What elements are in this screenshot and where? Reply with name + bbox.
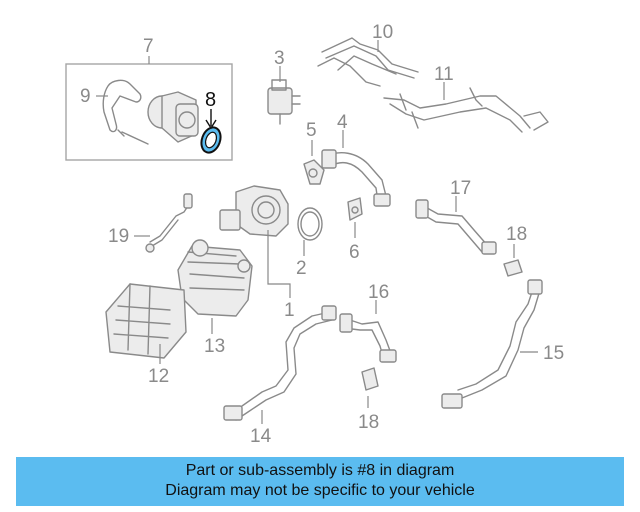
part-15-pipe (441, 279, 543, 409)
callout-10: 10 (372, 22, 393, 43)
part-5-gasket (303, 140, 325, 185)
part-12-cooler (105, 283, 187, 364)
callout-3: 3 (274, 48, 285, 69)
banner-line-1: Part or sub-assembly is #8 in diagram (185, 462, 455, 479)
assembly-7-box (65, 56, 233, 161)
callout-16: 16 (368, 282, 389, 303)
part-13-housing (177, 239, 253, 334)
callout-9: 9 (80, 86, 91, 107)
part-10-pipes (317, 37, 419, 87)
callout-18-upper: 18 (506, 224, 527, 245)
callout-11: 11 (434, 64, 454, 85)
callout-7: 7 (143, 36, 154, 57)
part-11-harness (383, 82, 549, 133)
callout-2: 2 (296, 258, 307, 279)
part-3-solenoid (267, 66, 301, 125)
part-7-egr-valve (117, 91, 199, 145)
callout-1: 1 (284, 300, 295, 321)
callout-17: 17 (450, 178, 471, 199)
callout-6: 6 (349, 242, 360, 263)
part-4-egr-pipe (321, 130, 391, 207)
part-2-gasket (297, 207, 323, 256)
part-8-gasket (200, 109, 222, 154)
callout-5: 5 (306, 120, 317, 141)
part-18-gasket-lower (361, 367, 379, 408)
part-9-bracket (96, 79, 142, 133)
callout-13: 13 (204, 336, 225, 357)
part-16-pipe (339, 300, 397, 363)
banner-line-2: Diagram may not be specific to your vehi… (165, 482, 475, 499)
part-1-throttle-body (219, 185, 291, 298)
part-14-pipe (223, 305, 337, 424)
callout-18-lower: 18 (358, 412, 379, 433)
part-6-gasket (347, 197, 363, 238)
part-17-pipe (415, 196, 497, 255)
info-banner: Part or sub-assembly is #8 in diagram Di… (16, 457, 624, 506)
callout-15: 15 (543, 343, 564, 364)
callout-12: 12 (148, 366, 169, 387)
callout-4: 4 (337, 112, 348, 133)
part-18-gasket-upper (503, 244, 523, 277)
callout-8: 8 (205, 89, 216, 111)
parts-diagram: 7 9 8 3 10 11 4 5 6 17 18 19 2 1 13 12 1… (65, 22, 564, 447)
callout-14: 14 (250, 426, 272, 447)
callout-labels: 7 9 8 3 10 11 4 5 6 17 18 19 2 1 13 12 1… (80, 22, 564, 447)
part-19-sensor (134, 193, 193, 253)
callout-19: 19 (108, 226, 129, 247)
